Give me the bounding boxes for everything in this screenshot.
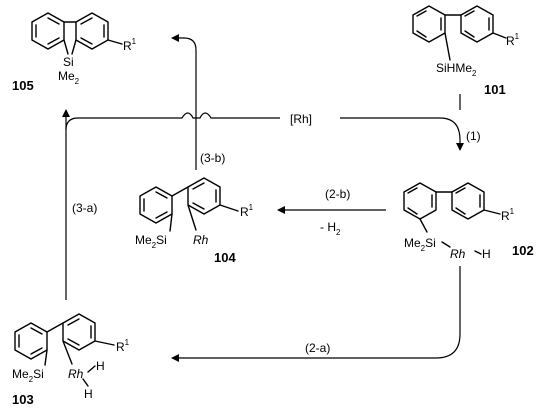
compound-101: R1 SiHMe2 101 [412,5,520,97]
compound-103: R1 Me2Si Rh H H 103 [12,313,130,407]
hydride-label: H [84,387,93,401]
compound-number: 104 [214,250,236,265]
step-label: (3-b) [200,151,225,165]
step-label: (2-a) [305,341,330,355]
compound-number: 105 [12,78,34,93]
benzene-ring [31,12,65,50]
step-3a-arrow: (3-a) [62,109,97,215]
step-label: (2-b) [325,187,350,201]
silicon-label: Si [63,55,74,69]
benzene-ring [14,322,48,360]
silyl-label: Me2Si [404,236,436,253]
silyl-label: SiHMe2 [436,61,477,78]
rhodium-label: Rh [193,233,209,247]
compound-number: 103 [12,392,34,407]
substituent-label: R1 [240,203,254,219]
rhodium-label: Rh [450,247,466,261]
substituent-label: R1 [506,32,520,48]
compound-105: Si Me2 R1 105 [12,12,137,93]
benzene-ring [412,5,446,43]
step-label: (1) [466,129,481,143]
substituent-label: R1 [123,37,137,53]
rhodium-label: Rh [68,367,84,381]
substituent-label: R1 [116,338,130,354]
step-1-arrow: (1) [459,94,481,143]
benzene-ring [451,182,485,220]
step-2a-arrow: (2-a) [171,266,461,362]
compound-102: R1 Me2Si Rh H 102 [403,182,534,261]
substituent-label: R1 [501,207,515,223]
benzene-ring [403,182,437,220]
benzene-ring [460,5,494,43]
benzene-ring [75,12,109,50]
hydride-label: H [482,247,491,261]
silyl-label: Me2Si [12,367,44,384]
compound-104: R1 Me2Si Rh 104 [135,177,254,265]
benzene-ring [139,186,173,224]
catalyst-regeneration-arrow: [Rh] [65,112,464,300]
step-2b-arrow: (2-b) - H2 [277,187,386,237]
hydride-label: H [96,359,105,373]
compound-number: 102 [512,243,534,258]
step-label: (3-a) [72,201,97,215]
benzene-ring [62,313,96,351]
benzene-ring [187,177,221,215]
hydrogen-loss-label: - H2 [320,220,341,237]
dimethyl-label: Me2 [58,69,80,86]
compound-number: 101 [484,82,506,97]
catalyst-label: [Rh] [290,112,312,126]
silyl-label: Me2Si [135,233,167,250]
step-3b-arrow: (3-b) [171,34,225,170]
